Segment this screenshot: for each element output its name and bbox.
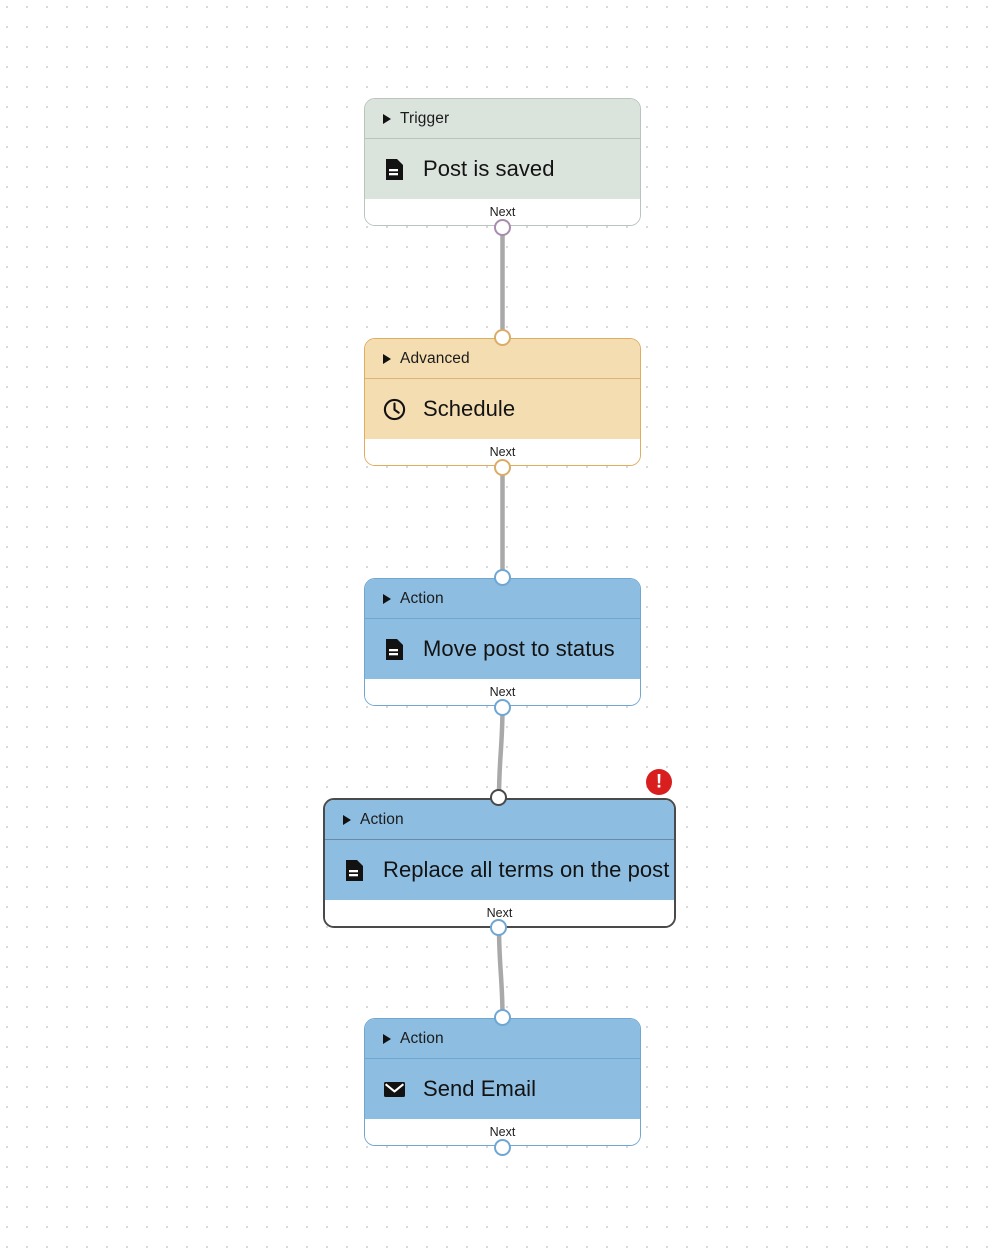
node-header[interactable]: Action <box>365 1019 640 1059</box>
disclosure-triangle-icon[interactable] <box>383 353 391 364</box>
document-icon <box>383 638 406 661</box>
input-port-action-move-post-to-status[interactable] <box>494 569 511 586</box>
node-category-label: Trigger <box>400 109 450 127</box>
node-body[interactable]: Send Email <box>365 1059 640 1119</box>
output-port-action-replace-all-terms[interactable] <box>490 919 507 936</box>
node-title: Post is saved <box>423 156 555 181</box>
input-port-action-send-email[interactable] <box>494 1009 511 1026</box>
error-badge-icon[interactable]: ! <box>646 769 672 795</box>
document-icon <box>343 859 366 882</box>
workflow-node-action-send-email[interactable]: Action Send Email Next <box>364 1018 641 1146</box>
node-category-label: Action <box>360 810 404 828</box>
disclosure-triangle-icon[interactable] <box>383 113 391 124</box>
clock-icon <box>383 398 406 421</box>
output-port-trigger-post-is-saved[interactable] <box>494 219 511 236</box>
envelope-icon <box>383 1078 406 1101</box>
workflow-node-action-move-post-to-status[interactable]: Action Move post to status Next <box>364 578 641 706</box>
input-port-action-replace-all-terms[interactable] <box>490 789 507 806</box>
connector-move-post-to-replace-terms <box>496 704 505 800</box>
output-port-action-move-post-to-status[interactable] <box>494 699 511 716</box>
output-port-action-send-email[interactable] <box>494 1139 511 1156</box>
disclosure-triangle-icon[interactable] <box>383 1033 391 1044</box>
node-header[interactable]: Action <box>325 800 674 840</box>
workflow-node-trigger-post-is-saved[interactable]: Trigger Post is saved Next <box>364 98 641 226</box>
node-title: Move post to status <box>423 636 615 661</box>
node-footer-next[interactable]: Next <box>325 900 674 926</box>
node-body[interactable]: Schedule <box>365 379 640 439</box>
node-category-label: Action <box>400 589 444 607</box>
node-title: Send Email <box>423 1076 537 1101</box>
node-header[interactable]: Trigger <box>365 99 640 139</box>
disclosure-triangle-icon[interactable] <box>343 814 351 825</box>
input-port-advanced-schedule[interactable] <box>494 329 511 346</box>
output-port-advanced-schedule[interactable] <box>494 459 511 476</box>
connector-replace-terms-to-send-email <box>496 924 505 1020</box>
workflow-node-action-replace-all-terms[interactable]: Action Replace all terms on the post Nex… <box>323 798 676 928</box>
workflow-node-advanced-schedule[interactable]: Advanced Schedule Next <box>364 338 641 466</box>
disclosure-triangle-icon[interactable] <box>383 593 391 604</box>
node-body[interactable]: Replace all terms on the post <box>325 840 674 900</box>
document-icon <box>383 158 406 181</box>
node-category-label: Action <box>400 1029 444 1047</box>
error-badge-label: ! <box>655 771 663 792</box>
node-body[interactable]: Move post to status <box>365 619 640 679</box>
node-category-label: Advanced <box>400 349 470 367</box>
node-title: Schedule <box>423 396 516 421</box>
node-body[interactable]: Post is saved <box>365 139 640 199</box>
node-title: Replace all terms on the post <box>383 857 670 882</box>
